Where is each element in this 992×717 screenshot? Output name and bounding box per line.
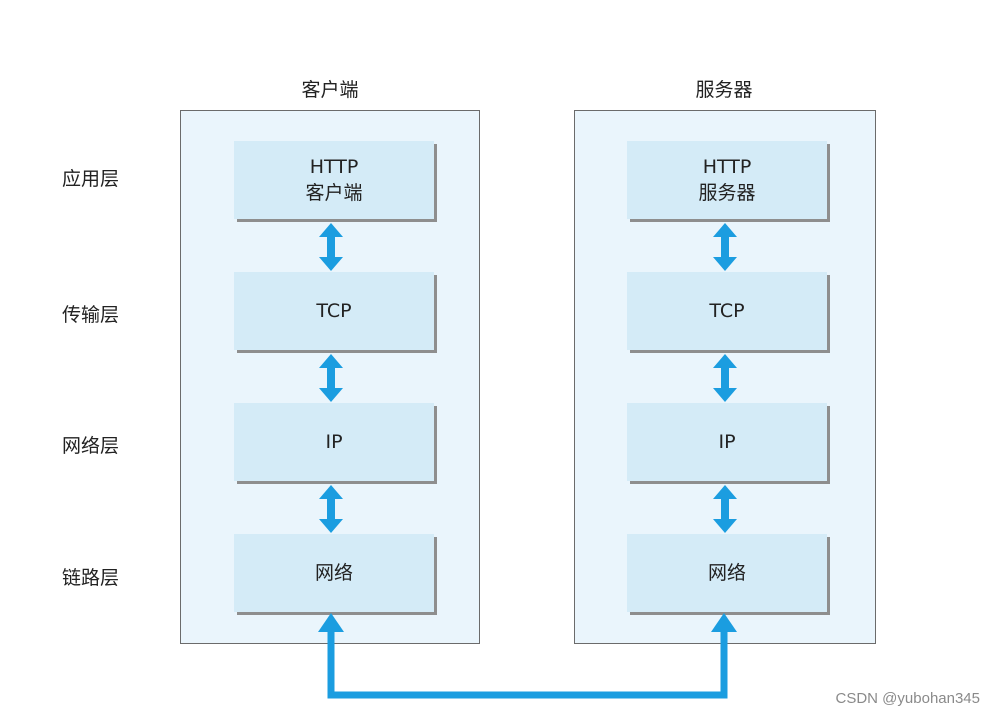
server-http-role: 服务器	[698, 182, 756, 204]
server-tcp-label: TCP	[709, 300, 745, 322]
client-arrow-tcp-ip-icon	[319, 354, 343, 402]
client-arrow-http-tcp-icon	[319, 223, 343, 271]
client-arrow-ip-network-icon	[319, 485, 343, 533]
server-http-box: HTTP 服务器	[627, 141, 827, 219]
client-ip-box: IP	[234, 403, 434, 481]
server-column-title: 服务器	[695, 79, 753, 101]
client-http-protocol: HTTP	[309, 156, 359, 178]
layer-label-network: 网络层	[62, 435, 120, 457]
client-network-label: 网络	[314, 562, 353, 584]
server-tcp-box: TCP	[627, 272, 827, 350]
client-tcp-label: TCP	[316, 300, 352, 322]
layer-label-transport: 传输层	[62, 304, 120, 326]
server-arrow-tcp-ip-icon	[713, 354, 737, 402]
server-http-protocol: HTTP	[702, 156, 752, 178]
client-tcp-box: TCP	[234, 272, 434, 350]
client-http-box: HTTP 客户端	[234, 141, 434, 219]
layer-label-application: 应用层	[62, 168, 120, 190]
client-network-box: 网络	[234, 534, 434, 612]
server-network-label: 网络	[707, 562, 746, 584]
server-ip-label: IP	[718, 431, 736, 453]
client-column-title: 客户端	[301, 79, 359, 101]
server-ip-box: IP	[627, 403, 827, 481]
server-network-box: 网络	[627, 534, 827, 612]
watermark: CSDN @yubohan345	[835, 690, 980, 707]
server-arrow-ip-network-icon	[713, 485, 737, 533]
client-ip-label: IP	[325, 431, 343, 453]
server-arrow-http-tcp-icon	[713, 223, 737, 271]
client-http-role: 客户端	[305, 182, 363, 204]
layer-label-link: 链路层	[62, 567, 120, 589]
